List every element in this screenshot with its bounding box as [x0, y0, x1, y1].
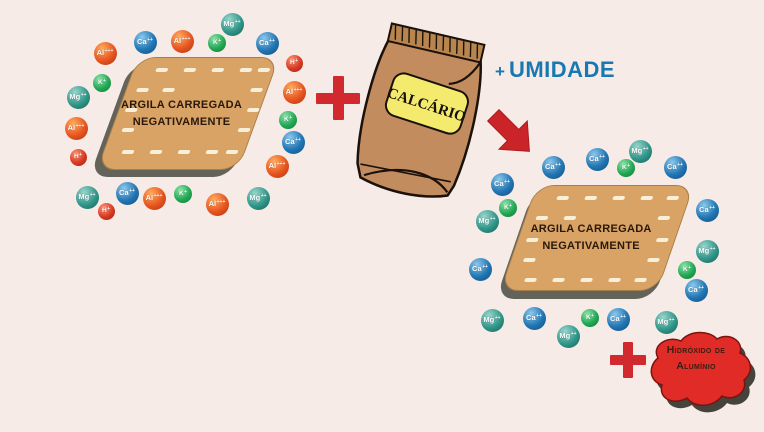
ion-Mg: Mg++	[654, 310, 678, 334]
charge-dash	[552, 278, 566, 282]
ion-Ca: Ca++	[606, 307, 630, 331]
ion-Mg: Mg++	[66, 85, 90, 109]
ion-Ca: Ca++	[133, 30, 157, 54]
moisture-plus: +	[495, 62, 505, 81]
ion-Mg: Mg++	[475, 209, 499, 233]
charge-dash	[257, 68, 271, 72]
ion-Ca: Ca++	[490, 172, 514, 196]
bag-fold-bottom	[363, 168, 449, 193]
ion-Al: Al+++	[205, 192, 229, 216]
charge-dash	[535, 216, 549, 220]
plus-icon	[316, 76, 360, 120]
right-clay-label: ARGILA CARREGADA NEGATIVAMENTE	[530, 222, 652, 252]
ion-Ca: Ca++	[663, 155, 687, 179]
charge-dash	[556, 196, 570, 200]
charge-dash	[666, 196, 680, 200]
charge-dash	[162, 88, 176, 92]
left-clay-label: ARGILA CARREGADA NEGATIVAMENTE	[121, 98, 243, 128]
ion-Ca: Ca++	[541, 155, 565, 179]
ion-Ca: Ca++	[281, 130, 305, 154]
moisture-caption: + UMIDADE	[495, 57, 615, 83]
ion-Ca: Ca++	[115, 181, 139, 205]
plus-icon	[610, 342, 646, 378]
charge-dash	[580, 278, 594, 282]
ion-Ca: Ca++	[522, 306, 546, 330]
charge-dash	[121, 150, 135, 154]
ion-Al: Al+++	[282, 80, 306, 104]
charge-dash	[640, 196, 654, 200]
charge-dash	[657, 216, 671, 220]
limestone-bag: CALCÁRIO	[356, 22, 486, 198]
ion-Ca: Ca++	[585, 147, 609, 171]
charge-dash	[250, 88, 264, 92]
bag-bottom-seam	[360, 163, 451, 183]
arrow-down-right-icon	[486, 108, 530, 152]
ion-Mg: Mg++	[556, 324, 580, 348]
ion-Mg: Mg++	[75, 185, 99, 209]
charge-dash	[225, 150, 239, 154]
ion-K: K+	[279, 111, 297, 129]
aluminium-hydroxide-blob	[650, 331, 756, 413]
ion-Al: Al+++	[142, 186, 166, 210]
ion-Mg: Mg++	[628, 139, 652, 163]
charge-dash	[211, 68, 225, 72]
right-clay-block: ARGILA CARREGADA NEGATIVAMENTE	[499, 185, 695, 291]
ion-K: K+	[617, 159, 635, 177]
blob-body	[650, 331, 752, 406]
ion-H: H+	[97, 202, 115, 220]
ion-Al: Al+++	[265, 154, 289, 178]
ion-Mg: Mg++	[695, 239, 719, 263]
charge-dash	[584, 196, 598, 200]
hydroxide-label-line2: Alumínio	[676, 359, 716, 372]
ion-H: H+	[69, 148, 87, 166]
charge-dash	[183, 68, 197, 72]
charge-dash	[177, 150, 191, 154]
charge-dash	[155, 68, 169, 72]
ion-Ca: Ca++	[468, 257, 492, 281]
ion-Ca: Ca++	[684, 278, 708, 302]
ion-Al: Al+++	[170, 29, 194, 53]
ion-Mg: Mg++	[480, 308, 504, 332]
charge-dash	[612, 196, 626, 200]
charge-dash	[239, 68, 253, 72]
left-clay-block: ARGILA CARREGADA NEGATIVAMENTE	[96, 57, 280, 170]
ion-K: K+	[93, 74, 111, 92]
ion-K: K+	[208, 34, 226, 52]
charge-dash	[563, 216, 577, 220]
ion-Ca: Ca++	[255, 31, 279, 55]
charge-dash	[634, 278, 648, 282]
ion-Mg: Mg++	[220, 12, 244, 36]
charge-dash	[608, 278, 622, 282]
charge-dash	[136, 88, 150, 92]
ion-Mg: Mg++	[246, 186, 270, 210]
ion-K: K+	[678, 261, 696, 279]
charge-dash	[522, 258, 537, 262]
charge-dash	[149, 150, 163, 154]
ion-K: K+	[499, 199, 517, 217]
hydroxide-label-line1: Hidróxido de	[666, 344, 726, 356]
ion-Al: Al+++	[64, 116, 88, 140]
charge-dash	[524, 278, 538, 282]
bag-label-plate	[384, 72, 469, 135]
ion-H: H+	[285, 54, 303, 72]
ion-K: K+	[174, 185, 192, 203]
hydroxide-label: Hidróxido de Alumínio	[650, 343, 742, 375]
ion-Al: Al+++	[93, 41, 117, 65]
charge-dash	[205, 150, 219, 154]
bag-crimp-hatch	[394, 25, 479, 59]
moisture-label: UMIDADE	[508, 57, 616, 82]
ion-K: K+	[581, 309, 599, 327]
charge-dash	[646, 258, 661, 262]
bag-fold-top	[448, 61, 482, 85]
ion-Ca: Ca++	[695, 198, 719, 222]
